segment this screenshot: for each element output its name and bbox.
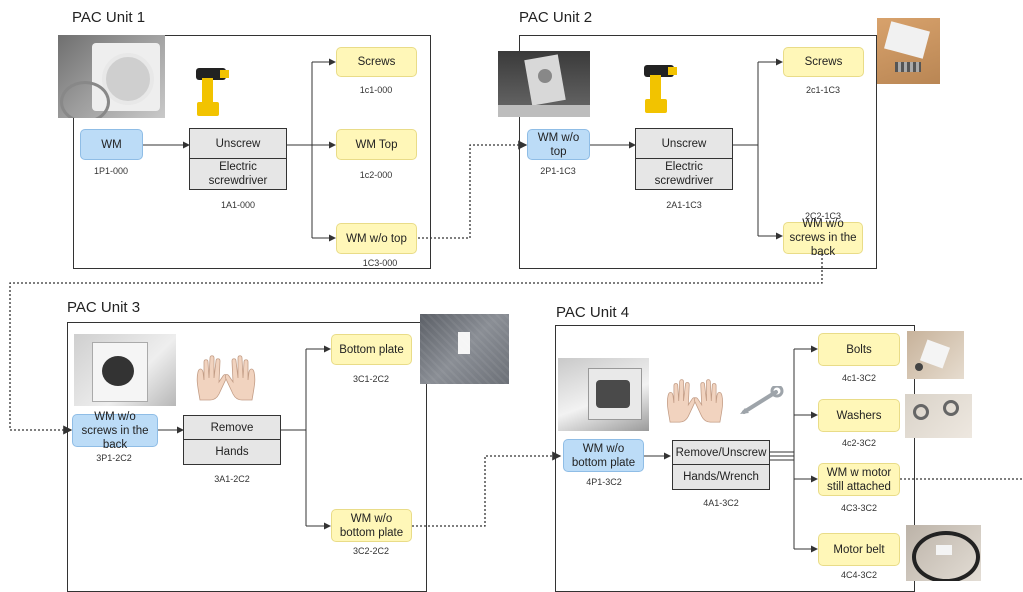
u3-input-code: 3P1-2C2 (96, 453, 132, 463)
u4-process-code: 4A1-3C2 (703, 498, 739, 508)
u2-process-action: Unscrew (636, 129, 732, 159)
u1-output-wm-top-code: 1c2-000 (359, 170, 393, 180)
u4-input-code: 4P1-3C2 (586, 477, 622, 487)
u1-process-action: Unscrew (190, 129, 286, 159)
u4-output-washers[interactable]: Washers (818, 399, 900, 432)
u2-process-tool: Electric screwdriver (654, 161, 714, 187)
screws-photo (877, 18, 940, 84)
washing-machine-photo (58, 35, 165, 118)
u4-output-motor-belt[interactable]: Motor belt (818, 533, 900, 566)
u1-output-screws-code: 1c1-000 (359, 85, 393, 95)
wm-without-screws-photo (74, 334, 176, 406)
u1-output-screws[interactable]: Screws (336, 47, 417, 77)
bottom-plate-photo (420, 314, 509, 384)
u2-output-screws[interactable]: Screws (783, 47, 864, 77)
u4-input-wm-wo-bottom[interactable]: WM w/o bottom plate (563, 439, 644, 472)
electric-screwdriver-icon (640, 61, 678, 117)
u3-process-action: Remove (184, 416, 280, 440)
wm-without-top-photo (498, 51, 590, 117)
u1-output-wm-top[interactable]: WM Top (336, 129, 417, 160)
u1-input-wm[interactable]: WM (80, 129, 143, 160)
u3-process-tool: Hands (215, 446, 249, 458)
u4-output-wm-motor[interactable]: WM w motor still attached (818, 463, 900, 496)
u1-process-box[interactable]: Unscrew Electric screwdriver (189, 128, 287, 190)
u4-process-action: Remove/Unscrew (673, 441, 769, 465)
unit-2-title: PAC Unit 2 (519, 9, 593, 26)
u1-output-wm-wo-top[interactable]: WM w/o top (336, 223, 417, 254)
unit-3-title: PAC Unit 3 (67, 299, 141, 316)
unit-1-frame (73, 35, 431, 269)
u2-process-box[interactable]: Unscrew Electric screwdriver (635, 128, 733, 190)
u2-input-code: 2P1-1C3 (540, 166, 576, 176)
u4-output-wm-motor-code: 4C3-3C2 (840, 503, 878, 513)
link-u3-u4 (412, 451, 562, 527)
unit-1-title: PAC Unit 1 (72, 9, 146, 26)
link-u2-u3 (9, 254, 823, 435)
u2-output-wm-wo-screws-code: 2C2-1C3 (804, 211, 842, 221)
u4-output-bolts-code: 4c1-3C2 (841, 373, 877, 383)
unit-2-frame (519, 35, 877, 269)
unit-4-title: PAC Unit 4 (556, 304, 630, 321)
u3-output-wm-wo-bottom[interactable]: WM w/o bottom plate (331, 509, 412, 542)
motor-belt-photo (906, 525, 981, 581)
washers-photo (905, 394, 972, 438)
u4-output-bolts[interactable]: Bolts (818, 333, 900, 366)
u3-output-bottom-plate-code: 3C1-2C2 (352, 374, 390, 384)
hands-icon (662, 378, 728, 424)
u3-process-box[interactable]: Remove Hands (183, 415, 281, 465)
u1-input-code: 1P1-000 (93, 166, 129, 176)
u3-output-wm-wo-bottom-code: 3C2-2C2 (352, 546, 390, 556)
u2-input-wm-wo-top[interactable]: WM w/o top (527, 129, 590, 160)
u1-process-tool: Electric screwdriver (208, 161, 268, 187)
u1-process-code: 1A1-000 (220, 200, 256, 210)
u2-output-wm-wo-screws[interactable]: WM w/o screws in the back (783, 218, 863, 258)
wm-without-bottom-plate-photo (558, 358, 649, 431)
u4-output-washers-code: 4c2-3C2 (841, 438, 877, 448)
u2-process-code: 2A1-1C3 (666, 200, 702, 210)
u3-input-wm-wo-screws[interactable]: WM w/o screws in the back (72, 411, 158, 451)
u4-process-box[interactable]: Remove/Unscrew Hands/Wrench (672, 440, 770, 490)
bolts-photo (907, 331, 964, 379)
hands-icon (192, 354, 260, 402)
wrench-icon (736, 386, 784, 418)
u3-output-bottom-plate[interactable]: Bottom plate (331, 334, 412, 365)
u3-process-code: 3A1-2C2 (214, 474, 250, 484)
u2-output-screws-code: 2c1-1C3 (805, 85, 841, 95)
u1-output-wm-wo-top-code: 1C3-000 (362, 258, 398, 268)
electric-screwdriver-icon (192, 64, 230, 120)
link-u1-u2 (418, 140, 528, 239)
u4-output-motor-belt-code: 4C4-3C2 (840, 570, 878, 580)
u4-process-tool: Hands/Wrench (683, 471, 759, 483)
